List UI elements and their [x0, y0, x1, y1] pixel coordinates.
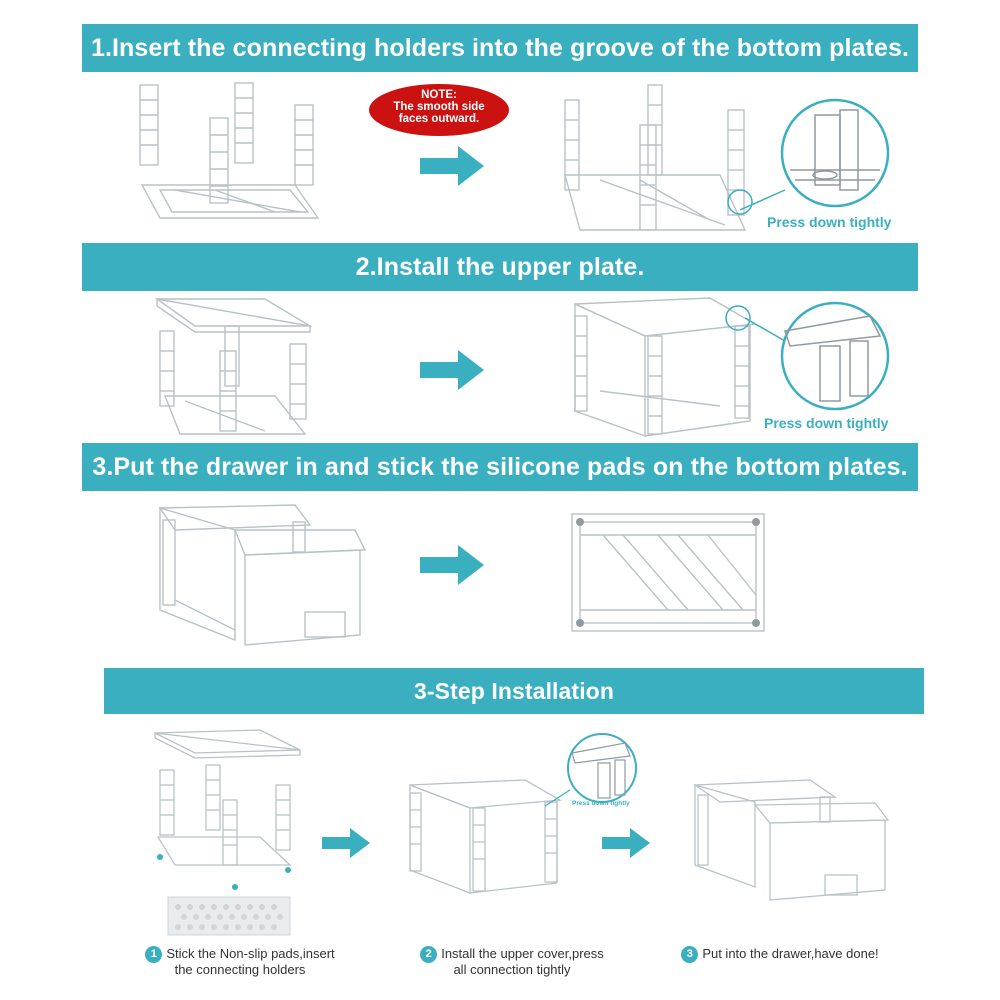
note-badge: NOTE: The smooth side faces outward.	[366, 80, 512, 140]
step1-title: 1.Insert the connecting holders into the…	[90, 33, 910, 62]
step1-zoom-circle	[740, 98, 890, 211]
arrow-right-icon	[420, 146, 484, 186]
step-number-badge: 2	[420, 946, 438, 963]
arrow-right-icon	[322, 828, 370, 858]
note-label: NOTE:	[421, 89, 457, 101]
summary-step1-line2: the connecting holders	[174, 962, 306, 977]
step3-drawer-illustration	[158, 504, 367, 646]
note-line2: The smooth side	[393, 101, 485, 113]
arrow-right-icon	[420, 350, 484, 390]
press-down-label-step2: Press down tightly	[764, 415, 889, 431]
summary-step2-illustration	[409, 779, 563, 894]
step1-assembled-illustration	[564, 84, 753, 231]
summary-step1-illustration	[154, 729, 301, 936]
summary-step3-line1: Put into the drawer,have done!	[702, 945, 879, 961]
note-badge-shape	[367, 82, 511, 138]
step-number-badge: 3	[681, 946, 699, 963]
step3-banner: 3.Put the drawer in and stick the silico…	[82, 443, 918, 491]
arrow-right-icon	[602, 828, 650, 858]
summary-step3-illustration	[693, 779, 890, 901]
step2-assembled-illustration	[574, 297, 758, 437]
note-line3: faces outward.	[398, 113, 480, 125]
step2-title: 2.Install the upper plate.	[355, 252, 645, 281]
step1-parts-illustration	[139, 82, 320, 219]
press-down-label-summary: Press down tightly	[572, 800, 630, 807]
summary-zoom-circle	[544, 733, 637, 807]
summary-step2-line1: Install the upper cover,press	[441, 945, 604, 961]
summary-title: 3-Step Installation	[414, 677, 614, 704]
summary-step1-line1: Stick the Non-slip pads,insert	[166, 945, 335, 961]
arrow-right-icon	[420, 545, 484, 585]
step3-title: 3.Put the drawer in and stick the silico…	[92, 452, 908, 481]
press-down-label-step1: Press down tightly	[767, 214, 892, 230]
summary-step2-line2: all connection tightly	[453, 962, 571, 977]
step2-banner: 2.Install the upper plate.	[82, 243, 918, 291]
step3-bottom-illustration	[571, 513, 765, 632]
step2-zoom-circle	[745, 301, 890, 411]
step2-parts-illustration	[155, 298, 313, 435]
step-number-badge: 1	[145, 946, 163, 963]
step1-banner: 1.Insert the connecting holders into the…	[82, 24, 918, 72]
summary-banner: 3-Step Installation	[104, 668, 924, 714]
